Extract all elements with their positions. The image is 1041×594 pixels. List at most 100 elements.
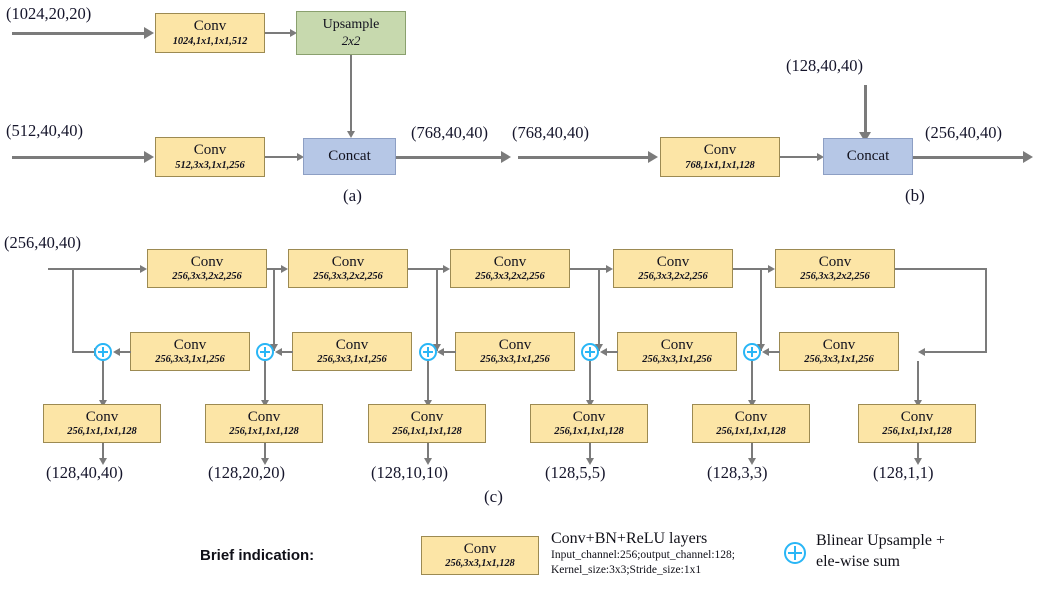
- arrow-head: [433, 344, 441, 351]
- arrow-line: [436, 268, 438, 351]
- block-spec: 256,1x1,1x1,128: [716, 426, 786, 438]
- arrow-head: [437, 348, 444, 356]
- arrow-line: [518, 156, 648, 159]
- arrow-line: [780, 156, 817, 158]
- arrow-head: [144, 151, 154, 163]
- arrow-line: [408, 268, 443, 270]
- block-title: Conv: [173, 336, 207, 353]
- panel-b-input-1-shape: (768,40,40): [512, 123, 589, 142]
- panel-a-upsample[interactable]: Upsample 2x2: [296, 11, 406, 55]
- arrow-line: [72, 351, 94, 353]
- block-title: Conv: [900, 408, 934, 425]
- arrow-line: [264, 443, 266, 460]
- arrow-line: [427, 361, 429, 403]
- arrow-line: [281, 351, 293, 353]
- panel-b-conv[interactable]: Conv 768,1x1,1x1,128: [660, 137, 780, 177]
- block-title: Conv: [572, 408, 606, 425]
- block-title: Concat: [846, 147, 890, 164]
- block-title: Conv: [734, 408, 768, 425]
- panel-c-head-conv-5[interactable]: Conv 256,1x1,1x1,128: [692, 404, 810, 443]
- panel-a-input-1-shape: (1024,20,20): [6, 4, 92, 23]
- block-title: Conv: [660, 336, 694, 353]
- panel-a-concat[interactable]: Concat: [303, 138, 396, 175]
- panel-c-head-conv-6[interactable]: Conv 256,1x1,1x1,128: [858, 404, 976, 443]
- arrow-line: [72, 268, 74, 351]
- legend-title: Brief indication:: [200, 547, 315, 564]
- panel-c-head-conv-2[interactable]: Conv 256,1x1,1x1,128: [205, 404, 323, 443]
- legend-conv-line-1: Input_channel:256;output_channel:128;: [551, 549, 735, 561]
- arrow-line: [102, 443, 104, 460]
- arrow-line: [273, 268, 275, 351]
- panel-c-stride-conv-1[interactable]: Conv 256,3x3,2x2,256: [147, 249, 267, 288]
- arrow-line: [760, 268, 762, 351]
- panel-c-output-shape-2: (128,20,20): [208, 463, 285, 482]
- panel-c-stride-conv-2[interactable]: Conv 256,3x3,2x2,256: [288, 249, 408, 288]
- block-spec: 256,3x3,1x1,256: [804, 354, 874, 366]
- arrow-line: [598, 268, 600, 351]
- block-spec: 256,3x3,2x2,256: [638, 271, 708, 283]
- block-title: Conv: [331, 253, 365, 270]
- arrow-line: [265, 32, 290, 34]
- block-title: Conv: [85, 408, 119, 425]
- arrow-head: [748, 400, 756, 407]
- panel-b-concat[interactable]: Concat: [823, 138, 913, 175]
- arrow-line: [768, 351, 780, 353]
- eltwise-sum-node-2[interactable]: [256, 343, 274, 361]
- panel-a-conv-1[interactable]: Conv 1024,1x1,1x1,512: [155, 13, 265, 53]
- arrow-line: [751, 361, 753, 403]
- panel-c-lateral-conv-1[interactable]: Conv 256,3x3,1x1,256: [130, 332, 250, 371]
- block-title: Conv: [493, 253, 527, 270]
- block-spec: 256,3x3,1x1,256: [155, 354, 225, 366]
- block-title: Conv: [463, 540, 497, 557]
- block-title: Conv: [822, 336, 856, 353]
- arrow-line: [570, 268, 606, 270]
- panel-c-lateral-conv-3[interactable]: Conv 256,3x3,1x1,256: [455, 332, 575, 371]
- block-title: Conv: [193, 18, 227, 35]
- block-title: Concat: [328, 147, 371, 164]
- legend-conv-heading: Conv+BN+ReLU layers: [551, 530, 708, 547]
- panel-c-lateral-conv-4[interactable]: Conv 256,3x3,1x1,256: [617, 332, 737, 371]
- arrow-head: [140, 265, 147, 273]
- arrow-line: [264, 361, 266, 403]
- legend-sum-line-2: ele-wise sum: [816, 553, 900, 570]
- arrow-head: [424, 400, 432, 407]
- block-spec: 256,3x3,2x2,256: [475, 271, 545, 283]
- arrow-line: [917, 361, 919, 403]
- block-spec: 256,1x1,1x1,128: [67, 426, 137, 438]
- panel-c-stride-conv-5[interactable]: Conv 256,3x3,2x2,256: [775, 249, 895, 288]
- panel-a-conv-2[interactable]: Conv 512,3x3,1x1,256: [155, 137, 265, 177]
- block-spec: 256,1x1,1x1,128: [392, 426, 462, 438]
- arrow-head: [424, 458, 432, 465]
- arrow-head: [443, 265, 450, 273]
- block-spec: 256,3x3,2x2,256: [313, 271, 383, 283]
- arrow-head: [261, 458, 269, 465]
- arrow-head: [586, 458, 594, 465]
- arrow-head: [1023, 151, 1033, 163]
- panel-c-output-shape-5: (128,3,3): [707, 463, 768, 482]
- arrow-head: [113, 348, 120, 356]
- panel-c-head-conv-4[interactable]: Conv 256,1x1,1x1,128: [530, 404, 648, 443]
- panel-label-c: (c): [484, 487, 503, 506]
- eltwise-sum-node-4[interactable]: [581, 343, 599, 361]
- arrow-line: [48, 268, 140, 270]
- panel-c-head-conv-1[interactable]: Conv 256,1x1,1x1,128: [43, 404, 161, 443]
- arrow-line: [265, 156, 297, 158]
- block-spec: 256,3x3,1x1,128: [445, 558, 515, 570]
- arrow-head: [914, 458, 922, 465]
- panel-c-head-conv-3[interactable]: Conv 256,1x1,1x1,128: [368, 404, 486, 443]
- legend-sum-line-1: Blinear Upsample +: [816, 532, 945, 549]
- arrow-head: [918, 348, 925, 356]
- arrow-head: [757, 344, 765, 351]
- eltwise-sum-node-1[interactable]: [94, 343, 112, 361]
- eltwise-sum-node-5[interactable]: [743, 343, 761, 361]
- block-spec: 256,3x3,1x1,256: [480, 354, 550, 366]
- arrow-head: [768, 265, 775, 273]
- panel-c-stride-conv-4[interactable]: Conv 256,3x3,2x2,256: [613, 249, 733, 288]
- arrow-head: [748, 458, 756, 465]
- panel-c-lateral-conv-2[interactable]: Conv 256,3x3,1x1,256: [292, 332, 412, 371]
- panel-c-lateral-conv-5[interactable]: Conv 256,3x3,1x1,256: [779, 332, 899, 371]
- panel-c-stride-conv-3[interactable]: Conv 256,3x3,2x2,256: [450, 249, 570, 288]
- eltwise-sum-node-3[interactable]: [419, 343, 437, 361]
- legend: Brief indication: Conv 256,3x3,1x1,128 C…: [0, 520, 1041, 594]
- arrow-head: [586, 400, 594, 407]
